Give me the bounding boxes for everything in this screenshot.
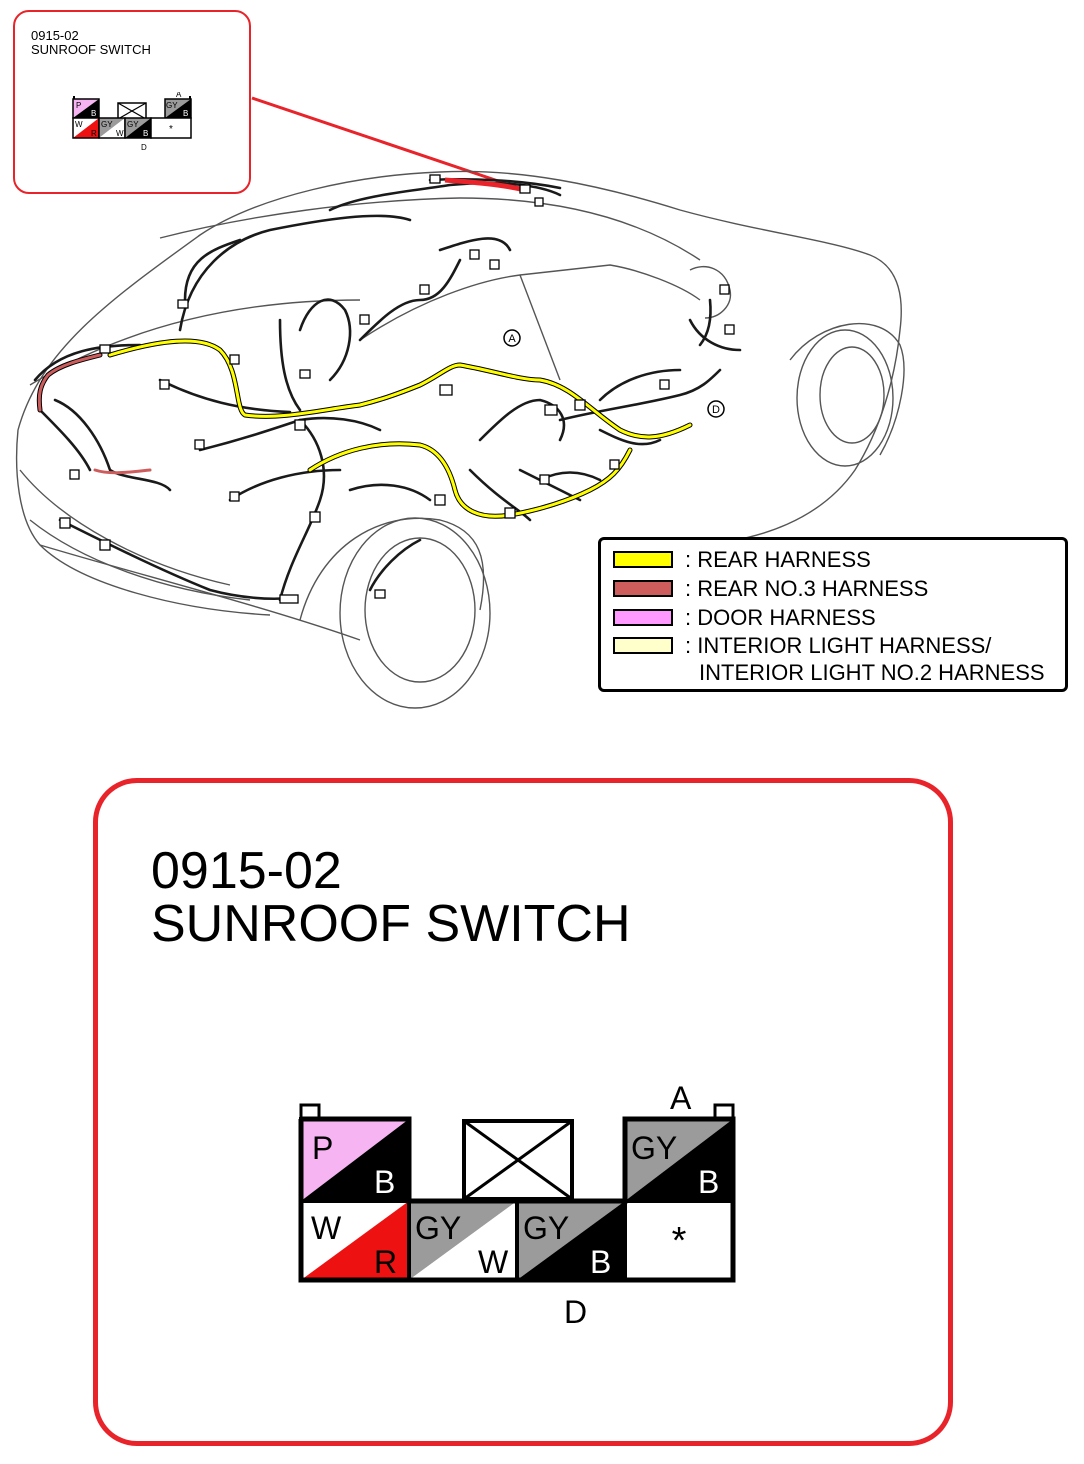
legend-label: : INTERIOR LIGHT HARNESS/ <box>685 633 992 658</box>
inset-pin-b3: B <box>143 129 148 138</box>
inset-pin-gy2: GY <box>101 120 113 129</box>
corner-label-d: D <box>564 1294 587 1330</box>
black-harness-wires <box>33 177 742 602</box>
legend-swatch-pink <box>613 609 673 626</box>
legend-label: : REAR NO.3 HARNESS <box>685 576 929 601</box>
pin-r-label: R <box>374 1244 397 1280</box>
inset-pin-b2: B <box>183 109 188 118</box>
connector-code: 0915-02 <box>151 842 342 900</box>
pin-gy2-label: GY <box>415 1210 461 1246</box>
pin-b3-label: B <box>590 1244 611 1280</box>
pin-gy3-label: GY <box>523 1210 569 1246</box>
inset-corner-a: A <box>176 92 182 99</box>
marker-a: A <box>503 329 521 347</box>
rear-harness-wires <box>107 338 693 519</box>
legend-swatch-yellow <box>613 551 673 568</box>
inset-connector-box: 0915-02 SUNROOF SWITCH P B GY B A W R GY… <box>13 10 251 194</box>
inset-pin-gy: GY <box>166 101 178 110</box>
car-wiring-illustration: A D <box>15 96 905 709</box>
inset-pin-star: * <box>169 124 173 135</box>
inset-pin-gy3: GY <box>127 120 139 129</box>
leader-line <box>251 96 511 187</box>
inset-connector-code: 0915-02 <box>31 28 79 43</box>
pin-b-fill <box>301 1119 409 1201</box>
inset-pin-w2: W <box>116 129 124 138</box>
harness-legend: : REAR HARNESS : REAR NO.3 HARNESS : DOO… <box>598 537 1068 692</box>
legend-swatch-red <box>613 580 673 597</box>
pin-b2-label: B <box>698 1164 719 1200</box>
marker-d-label: D <box>712 404 720 416</box>
pin-r-fill <box>301 1201 409 1280</box>
pin-star-label: * <box>672 1220 687 1262</box>
inset-pin-p: P <box>76 101 81 110</box>
pin-b2-fill <box>625 1119 733 1201</box>
connector-blocks <box>59 174 735 604</box>
legend-label: : REAR HARNESS <box>685 547 871 572</box>
legend-label: : DOOR HARNESS <box>685 605 876 630</box>
inset-pin-r: R <box>91 129 97 138</box>
rear-no3-harness-wires <box>36 352 152 475</box>
connector-name: SUNROOF SWITCH <box>151 895 631 953</box>
inset-corner-d: D <box>141 143 147 152</box>
corner-label-a: A <box>670 1080 692 1116</box>
connector-detail-box: 0915-02 SUNROOF SWITCH P B GY B A W R <box>93 778 953 1446</box>
legend-label-line2: INTERIOR LIGHT NO.2 HARNESS <box>699 660 1045 685</box>
pin-p-label: P <box>312 1130 333 1166</box>
inset-connector-face: P B GY B A W R GY W GY B * D <box>72 92 192 152</box>
pin-w-label: W <box>311 1210 342 1246</box>
inset-pin-b: B <box>91 109 96 118</box>
pin-b-label: B <box>374 1164 395 1200</box>
connector-face-diagram: P B GY B A W R GY W GY B * <box>298 1080 736 1330</box>
sunroof-harness-wire <box>444 177 526 193</box>
marker-d: D <box>707 400 725 418</box>
pin-w2-label: W <box>478 1244 509 1280</box>
marker-a-label: A <box>508 333 516 345</box>
legend-swatch-cream <box>613 637 673 654</box>
pin-gy-label: GY <box>631 1130 677 1166</box>
inset-connector-name: SUNROOF SWITCH <box>31 42 151 57</box>
inset-pin-w: W <box>75 120 83 129</box>
